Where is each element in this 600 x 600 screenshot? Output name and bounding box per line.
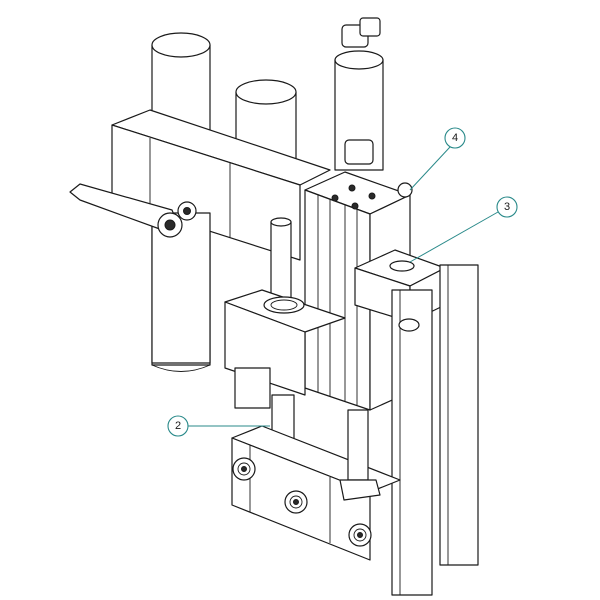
callout-3: 3	[409, 196, 518, 263]
manifold-fitting-2	[284, 490, 308, 514]
right-sensor-block	[354, 249, 446, 323]
linear-actuator-profile	[304, 171, 413, 411]
right-vertical-bar	[439, 264, 479, 566]
guide-pin	[270, 217, 292, 303]
clamp-lever-handle	[69, 183, 197, 238]
callout-2-circle	[167, 415, 189, 437]
callout-2: 2	[167, 415, 270, 437]
manifold-fitting-1	[232, 457, 256, 481]
front-vertical-bar	[391, 289, 433, 596]
callout-4: 4	[409, 127, 466, 191]
callout-3-leader	[409, 211, 499, 263]
main-clamp-block	[111, 109, 331, 261]
callout-4-leader	[409, 146, 451, 191]
callout-4-label: 4	[452, 132, 458, 144]
callout-4-circle	[444, 127, 466, 149]
pneumatic-cylinder-top	[334, 17, 384, 171]
callout-3-label: 3	[504, 201, 510, 213]
callout-3-circle	[496, 196, 518, 218]
callout-2-label: 2	[175, 420, 181, 432]
left-cylinder-lower	[151, 212, 211, 364]
manifold-fitting-3	[348, 523, 372, 547]
actuator-shaft-nut	[339, 409, 381, 501]
